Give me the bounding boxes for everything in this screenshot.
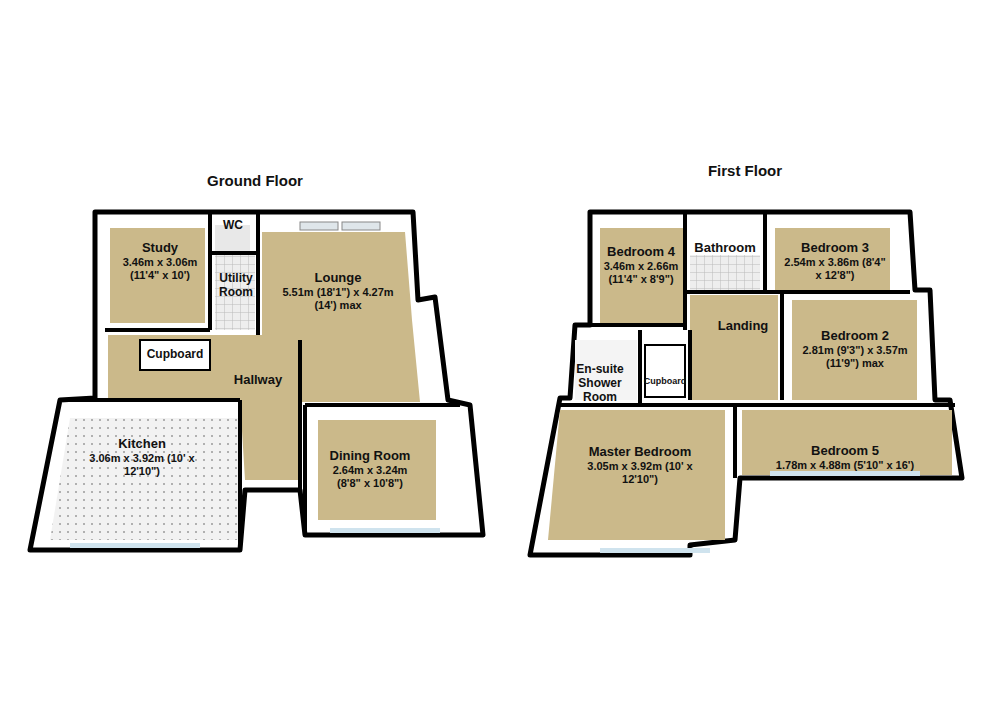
room-name: WC xyxy=(213,219,253,233)
room-dimensions: 3.46m x 2.66m (11'4" x 8'9") xyxy=(599,260,683,286)
room-label: Utility Room xyxy=(213,272,259,300)
floor-heading: First Floor xyxy=(520,162,970,179)
room-name: Study xyxy=(110,241,210,256)
room-name: En-suite Shower Room xyxy=(561,363,639,404)
room-name: Cupboard xyxy=(642,376,688,386)
room-name: Master Bedroom xyxy=(580,445,700,460)
room-name: Bedroom 4 xyxy=(599,245,683,260)
room-label: En-suite Shower Room xyxy=(561,363,639,404)
room-label: Dining Room2.64m x 3.24m (8'8" x 10'8") xyxy=(320,449,420,490)
room-label: Bedroom 22.81m (9'3") x 3.57m (11'9") ma… xyxy=(801,329,909,370)
floor-plan: First FloorBedroom 43.46m x 2.66m (11'4"… xyxy=(520,162,970,562)
room-name: Bedroom 5 xyxy=(750,444,940,459)
room-dimensions: 1.78m x 4.88m (5'10" x 16') xyxy=(750,459,940,472)
room-label: Bedroom 43.46m x 2.66m (11'4" x 8'9") xyxy=(599,245,683,286)
floor-heading: Ground Floor xyxy=(20,172,490,189)
room-dimensions: 3.06m x 3.92m (10' x 12'10") xyxy=(82,452,202,478)
room-label: Cupboard xyxy=(139,348,211,362)
room-label: Kitchen3.06m x 3.92m (10' x 12'10") xyxy=(82,437,202,478)
room-dimensions: 5.51m (18'1") x 4.27m (14') max xyxy=(273,286,403,312)
room-name: Cupboard xyxy=(139,348,211,362)
room-dimensions: 3.05m x 3.92m (10' x 12'10") xyxy=(580,460,700,486)
room-label: Bedroom 32.54m x 3.86m (8'4" x 12'8") xyxy=(781,241,889,282)
room-name: Hallway xyxy=(223,373,293,388)
room-name: Bedroom 2 xyxy=(801,329,909,344)
room-name: Dining Room xyxy=(320,449,420,464)
room-dimensions: 2.64m x 3.24m (8'8" x 10'8") xyxy=(320,464,420,490)
room-name: Bathroom xyxy=(689,241,761,256)
room-name: Landing xyxy=(711,319,775,334)
room-dimensions: 2.81m (9'3") x 3.57m (11'9") max xyxy=(801,344,909,370)
floor-plan: Ground FloorStudy3.46m x 3.06m (11'4" x … xyxy=(20,172,490,562)
room-name: Lounge xyxy=(273,271,403,286)
room-name: Bedroom 3 xyxy=(781,241,889,256)
room-name: Kitchen xyxy=(82,437,202,452)
room-name: Utility Room xyxy=(213,272,259,300)
room-dimensions: 3.46m x 3.06m (11'4" x 10') xyxy=(110,256,210,282)
room-label: Landing xyxy=(711,319,775,334)
room-dimensions: 2.54m x 3.86m (8'4" x 12'8") xyxy=(781,256,889,282)
room-label: Bathroom xyxy=(689,241,761,256)
room-label: Lounge5.51m (18'1") x 4.27m (14') max xyxy=(273,271,403,312)
room-label: Hallway xyxy=(223,373,293,388)
room-label: Bedroom 51.78m x 4.88m (5'10" x 16') xyxy=(750,444,940,472)
room-label: Study3.46m x 3.06m (11'4" x 10') xyxy=(110,241,210,282)
room-label: Cupboard xyxy=(642,376,688,386)
room-label: Master Bedroom3.05m x 3.92m (10' x 12'10… xyxy=(580,445,700,486)
room-label: WC xyxy=(213,219,253,233)
